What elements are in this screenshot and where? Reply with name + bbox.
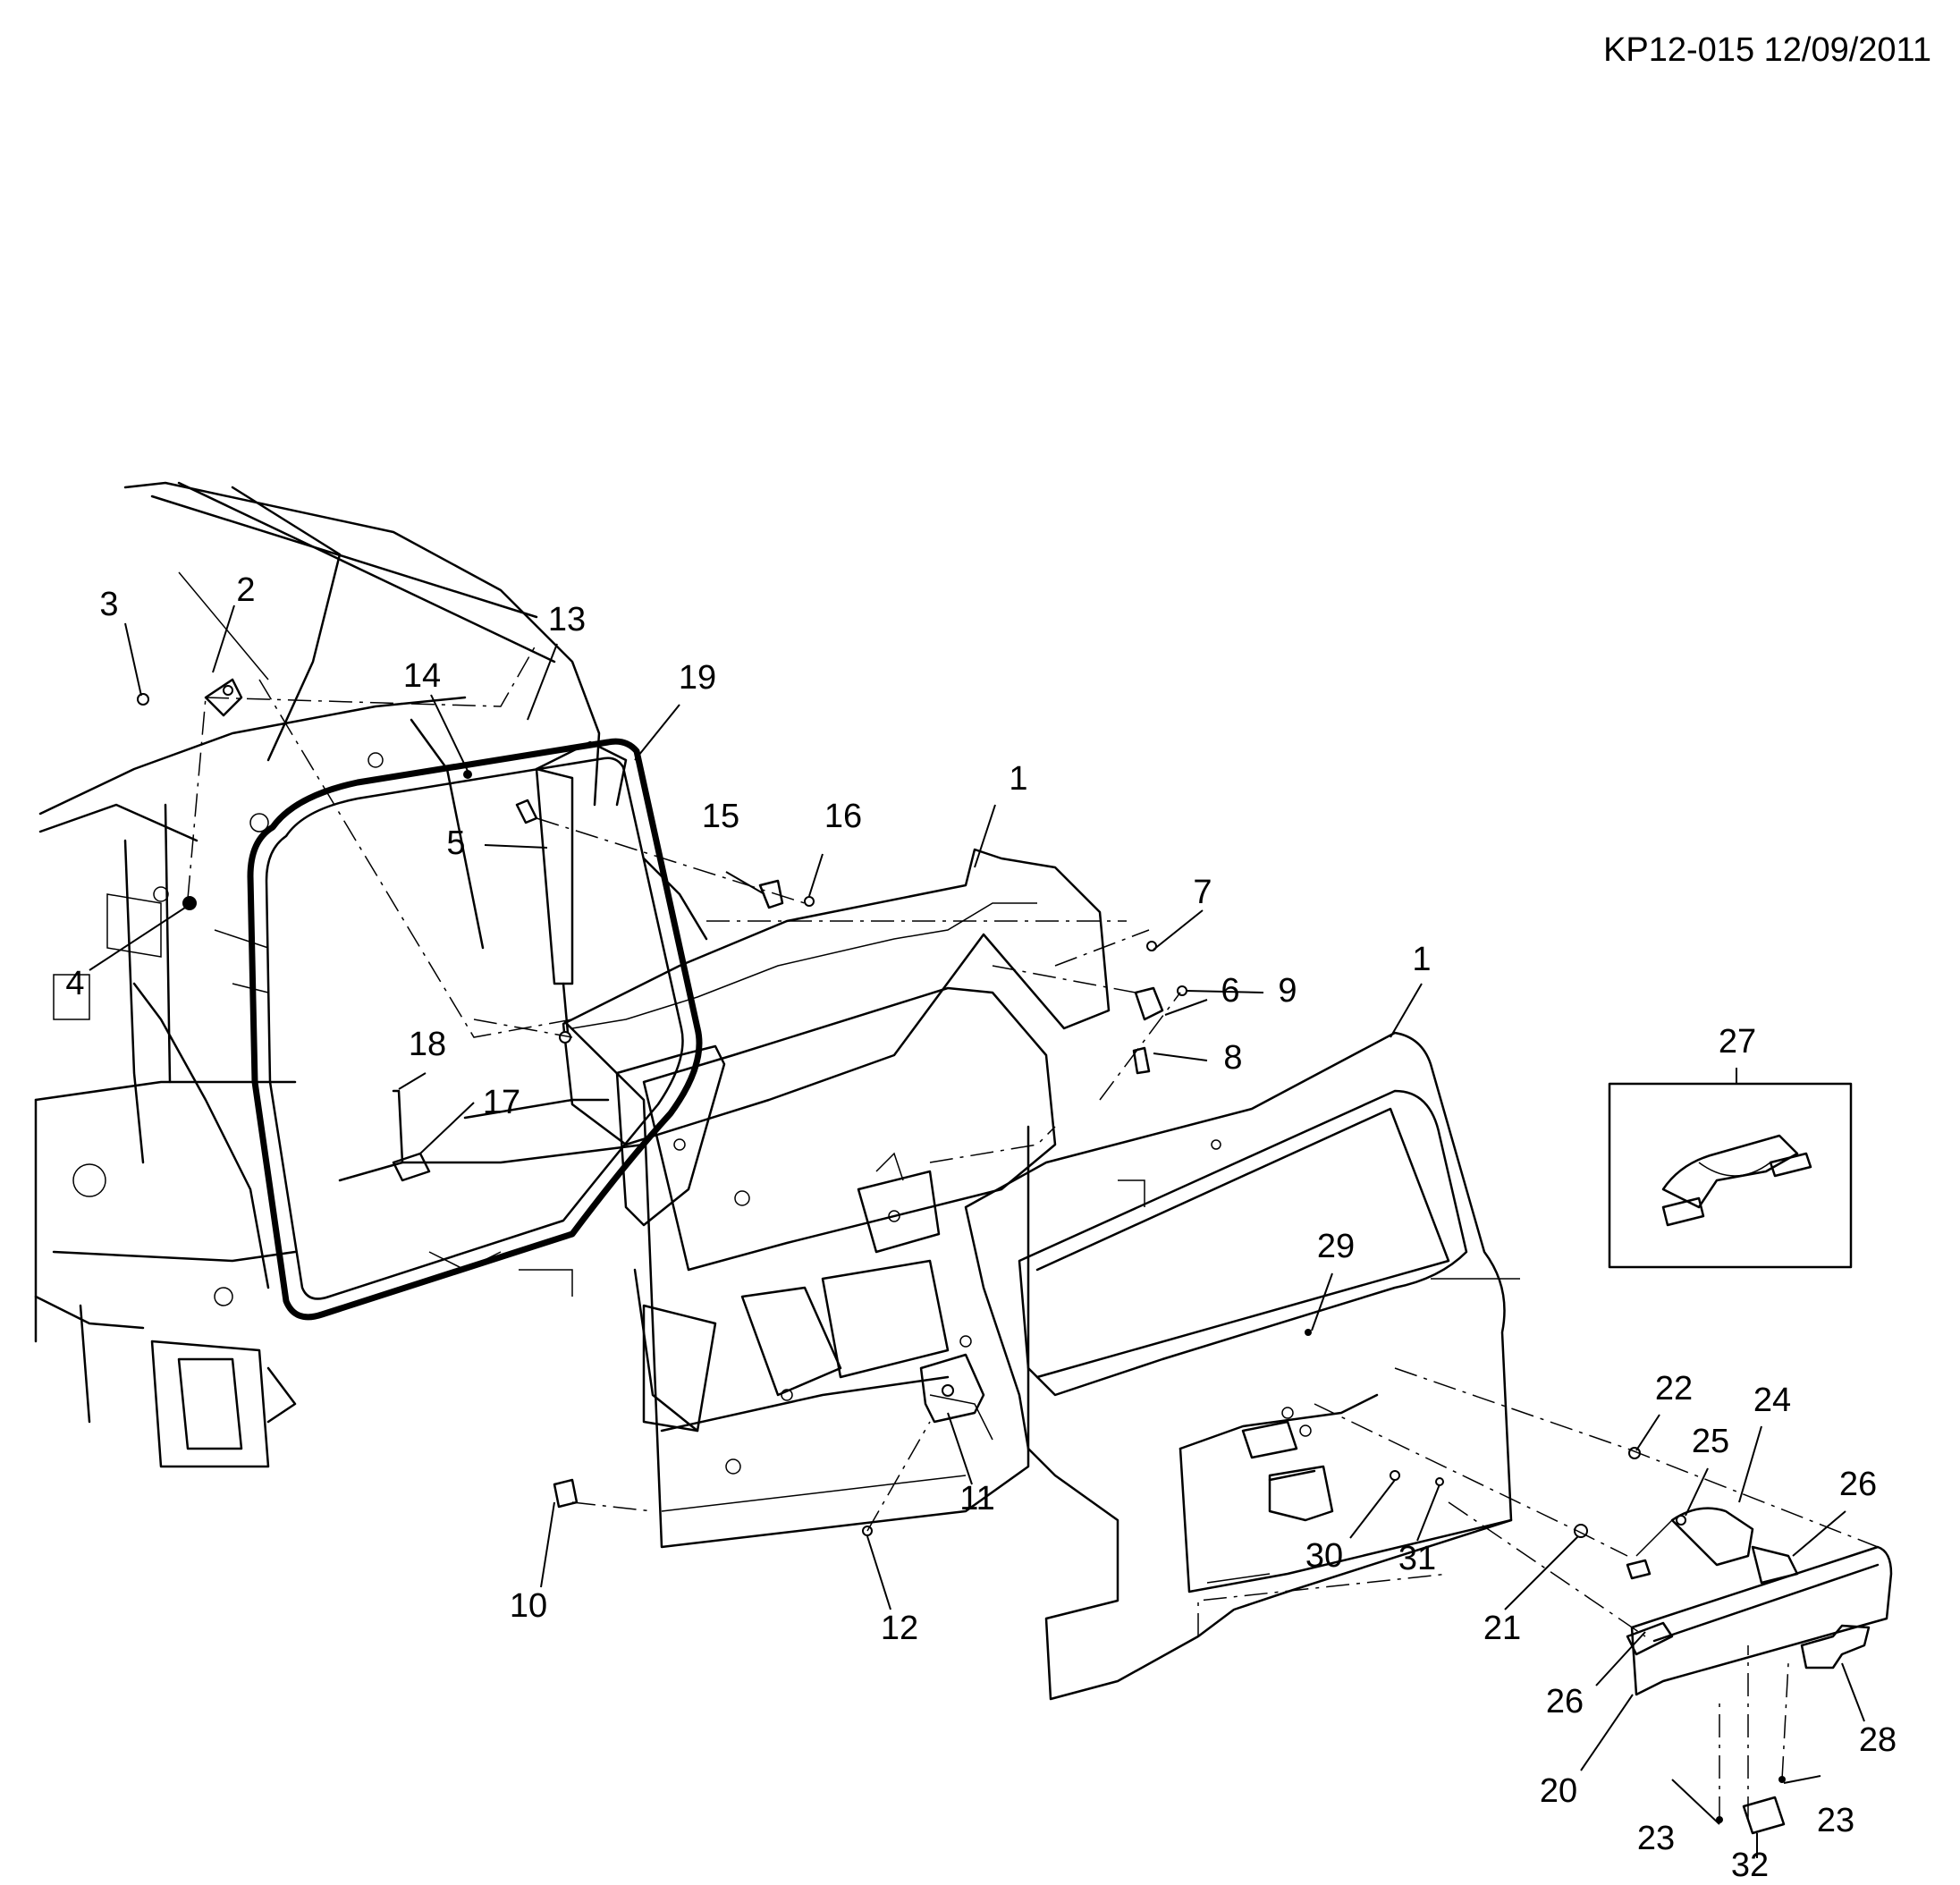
callout-25: 25 xyxy=(1692,1423,1729,1460)
liftgate-latch xyxy=(919,1353,985,1424)
callout-24: 24 xyxy=(1753,1382,1791,1419)
callout-8: 8 xyxy=(1223,1039,1242,1077)
callout-4: 4 xyxy=(65,965,84,1002)
callout-13: 13 xyxy=(548,601,586,638)
callout-22: 22 xyxy=(1655,1370,1693,1407)
callout-15: 15 xyxy=(702,798,739,835)
callout-18: 18 xyxy=(409,1026,446,1063)
callout-labels: 1 1 2 3 4 5 6 7 8 9 10 11 12 13 14 15 16… xyxy=(65,571,1897,1884)
hinge-screw-16 xyxy=(804,896,815,907)
callout-31: 31 xyxy=(1398,1540,1436,1577)
callout-17: 17 xyxy=(483,1084,520,1121)
callout-20: 20 xyxy=(1540,1772,1577,1810)
callout-9: 9 xyxy=(1278,972,1297,1010)
callout-27: 27 xyxy=(1719,1023,1756,1061)
chevrolet-emblem xyxy=(1800,1624,1871,1669)
callout-5: 5 xyxy=(446,824,465,862)
wiring-clip-17 xyxy=(392,1152,431,1182)
bumper-stop xyxy=(1132,1046,1151,1075)
emblem-nut-30 xyxy=(1390,1470,1400,1481)
weatherstrip-seal xyxy=(247,738,703,1321)
hinge-nut xyxy=(182,896,197,910)
callout-30: 30 xyxy=(1305,1537,1343,1575)
callout-28: 28 xyxy=(1859,1721,1897,1759)
callout-6: 6 xyxy=(1221,972,1239,1010)
callout-10: 10 xyxy=(510,1587,547,1625)
callout-29: 29 xyxy=(1317,1228,1355,1265)
striker xyxy=(1134,986,1164,1021)
gas-strut xyxy=(535,767,574,1044)
callout-23b: 23 xyxy=(1817,1802,1854,1839)
emblem-nut-31 xyxy=(1435,1477,1444,1486)
liftgate-inner-panel xyxy=(562,848,1111,1549)
document-id: KP12-015 12/09/2011 xyxy=(1603,31,1931,69)
callout-14: 14 xyxy=(403,657,441,695)
callout-7: 7 xyxy=(1193,874,1212,911)
callout-16: 16 xyxy=(824,798,862,835)
hinge-bolt xyxy=(137,693,149,706)
callout-1b: 1 xyxy=(1412,941,1431,978)
leader-lines xyxy=(89,604,1865,1858)
strut-bracket xyxy=(515,799,538,824)
wiring-pin-18 xyxy=(392,1089,404,1164)
license-lamp-wiring xyxy=(1626,1507,1799,1585)
strut-bolt xyxy=(463,770,472,779)
glass-stop-29 xyxy=(1305,1329,1312,1336)
callout-21: 21 xyxy=(1483,1610,1521,1647)
hinge-liftgate xyxy=(204,678,243,717)
callout-2: 2 xyxy=(236,571,255,609)
callout-26b: 26 xyxy=(1546,1683,1584,1720)
hinge-bracket-15 xyxy=(758,879,784,909)
inset-box-license-lamp-harness xyxy=(1608,1082,1853,1269)
license-lamp-left xyxy=(1626,1621,1674,1656)
liftgate-outer-panel xyxy=(964,1031,1520,1701)
callout-11: 11 xyxy=(959,1480,994,1517)
callout-1a: 1 xyxy=(1009,760,1027,798)
callout-3: 3 xyxy=(99,586,118,623)
vehicle-body-structure xyxy=(34,481,708,1468)
reference-lines xyxy=(187,643,1879,1820)
callout-23a: 23 xyxy=(1637,1820,1675,1857)
callout-32: 32 xyxy=(1731,1847,1769,1884)
applique-panel xyxy=(1630,1545,1893,1696)
nameplate-h-emblem xyxy=(1268,1469,1316,1482)
release-switch xyxy=(1742,1796,1786,1835)
callout-19: 19 xyxy=(679,659,716,697)
callout-26a: 26 xyxy=(1839,1466,1877,1503)
callout-12: 12 xyxy=(881,1610,918,1647)
